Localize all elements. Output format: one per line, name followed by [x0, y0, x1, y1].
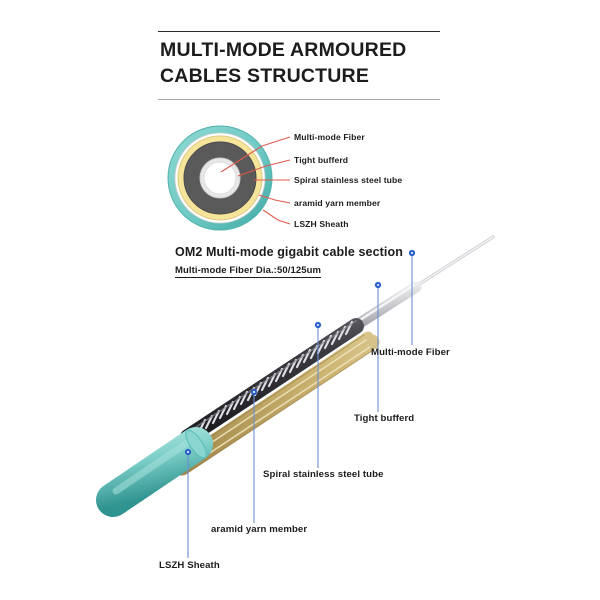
section-subtitle: OM2 Multi-mode gigabit cable section: [175, 245, 403, 259]
cross-label-aramid-yarn-member: aramid yarn member: [294, 198, 381, 208]
cable-label-spiral-stainless-steel-tube: Spiral stainless steel tube: [263, 469, 384, 480]
cable-illustration: [96, 235, 495, 517]
fiber-highlight: [409, 236, 494, 291]
cross-label-lszh-sheath: LSZH Sheath: [294, 219, 349, 229]
cable-callout-dot-centers: [187, 252, 413, 453]
spiral-steel-armour: [180, 318, 364, 445]
title-rule-top: [158, 31, 440, 32]
cable-label-tight-bufferd: Tight bufferd: [354, 413, 415, 424]
tight-buffer-segment: [346, 281, 422, 334]
page-title: MULTI-MODE ARMOURED CABLES STRUCTURE: [160, 38, 460, 90]
title-line-2: CABLES STRUCTURE: [160, 64, 370, 87]
cross-label-tight-bufferd: Tight bufferd: [294, 155, 349, 165]
cross-section-leaders: [220, 136, 291, 225]
cable-label-aramid-yarn-member: aramid yarn member: [211, 524, 308, 535]
title-rule-bottom: [158, 99, 440, 100]
cable-label-multi-mode-fiber: Multi-mode Fiber: [371, 347, 450, 358]
sheath-cut-end: [185, 429, 207, 459]
cable-callout-leaders: [187, 253, 413, 558]
cross-label-multi-mode-fiber: Multi-mode Fiber: [294, 132, 365, 142]
cable-label-lszh-sheath: LSZH Sheath: [159, 560, 220, 571]
title-line-1: MULTI-MODE ARMOURED: [160, 39, 407, 61]
ring-multi-mode-fiber-core: [203, 161, 237, 195]
lszh-sheath-jacket: [96, 427, 213, 517]
cross-label-spiral-stainless-steel-tube: Spiral stainless steel tube: [294, 175, 403, 185]
fiber-diameter-spec: Multi-mode Fiber Dia.:50/125um: [175, 265, 322, 278]
